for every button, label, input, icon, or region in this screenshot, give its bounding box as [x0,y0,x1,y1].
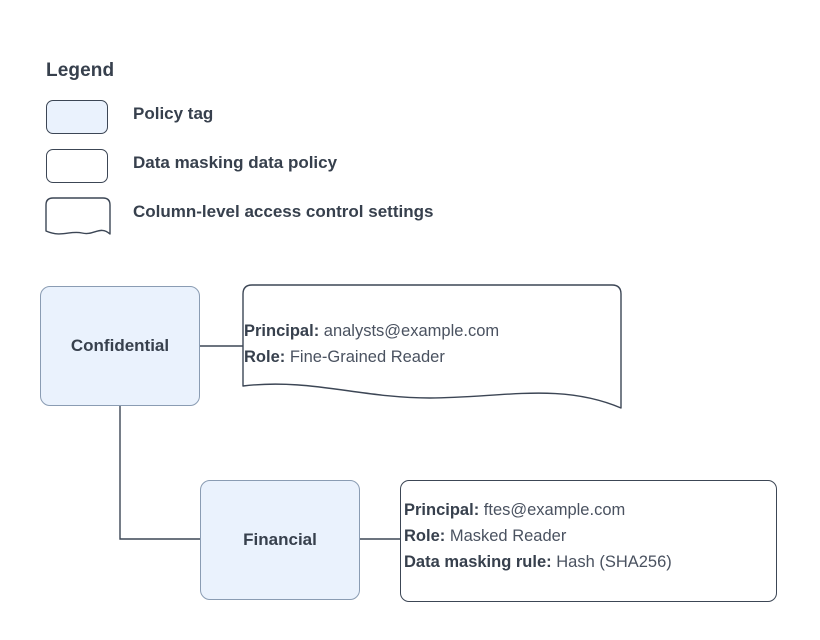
annotation-value: ftes@example.com [479,501,626,519]
connector-confidential-to-financial [119,406,200,540]
annotation-value: analysts@example.com [319,322,500,340]
legend-swatch-policy-tag [46,100,108,134]
annotation-box-financial-access [400,480,777,602]
legend-label-column-level-access-control-settings: Column-level access control settings [133,202,434,221]
annotation-text-financial-access: Principal: ftes@example.com Role: Masked… [404,497,672,575]
annotation-key: Principal: [404,501,480,519]
annotation-box-confidential-access [242,284,622,409]
annotation-line: Data masking rule: Hash (SHA256) [404,549,672,575]
annotation-line: Role: Fine-Grained Reader [244,344,499,370]
legend-swatch-data-masking-data-policy [46,149,108,183]
legend-swatch-column-level-access-control-settings [45,197,111,235]
annotation-key: Role: [244,348,286,366]
node-financial[interactable]: Financial [200,480,360,600]
annotation-key: Data masking rule: [404,553,552,571]
legend-label-data-masking-data-policy: Data masking data policy [133,153,338,172]
annotation-value: Masked Reader [445,527,567,545]
node-confidential[interactable]: Confidential [40,286,200,406]
annotation-text-confidential-access: Principal: analysts@example.com Role: Fi… [244,318,499,370]
annotation-value: Fine-Grained Reader [285,348,445,366]
annotation-line: Principal: ftes@example.com [404,497,672,523]
annotation-line: Principal: analysts@example.com [244,318,499,344]
annotation-value: Hash (SHA256) [551,553,672,571]
annotation-key: Role: [404,527,446,545]
legend-title: Legend [46,60,115,81]
legend-label-policy-tag: Policy tag [133,104,214,123]
annotation-line: Role: Masked Reader [404,523,672,549]
annotation-key: Principal: [244,322,320,340]
